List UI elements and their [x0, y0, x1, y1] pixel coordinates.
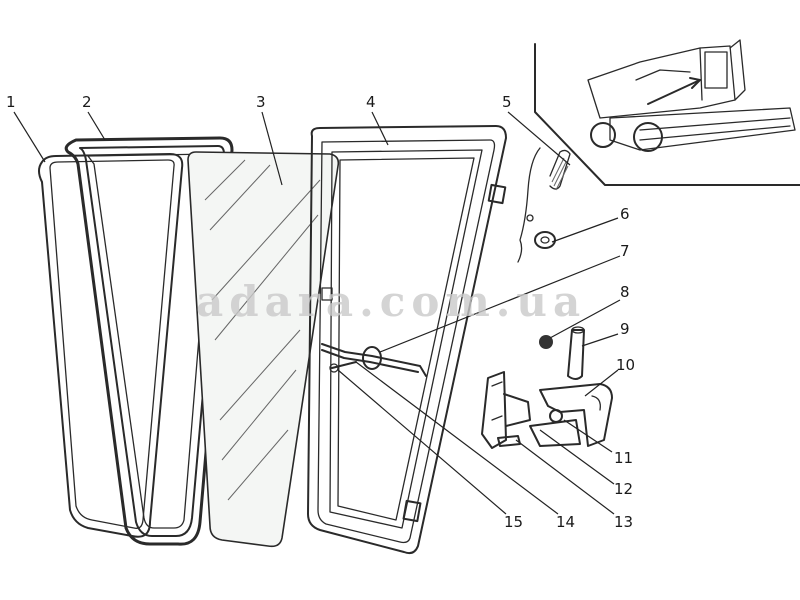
part-10-hinge-bracket: [529, 383, 613, 447]
leader-14: [355, 361, 559, 515]
leader-3: [261, 111, 283, 186]
part-4-door-frame: [307, 125, 507, 555]
callout-12: 12: [614, 480, 633, 498]
part-13-hinge-plate: [481, 371, 531, 449]
callout-1: 1: [6, 93, 16, 111]
watermark-text: adara.com.ua: [196, 277, 586, 326]
inset-frame: [534, 43, 800, 186]
leader-2: [87, 111, 106, 141]
callout-9: 9: [620, 320, 630, 338]
part-8-ball: [539, 335, 553, 349]
leader-9: [581, 333, 619, 347]
leader-15: [337, 369, 507, 515]
leader-13: [515, 439, 615, 515]
leader-8: [549, 299, 621, 339]
callout-6: 6: [620, 205, 630, 223]
callout-3: 3: [256, 93, 266, 111]
callout-4: 4: [366, 93, 376, 111]
leader-4: [371, 111, 389, 146]
part-2-inner-seal: [64, 136, 234, 546]
leader-1: [13, 111, 46, 163]
leader-7: [379, 255, 621, 353]
part-5-stud: [517, 147, 571, 263]
part-3-glass-pane: [187, 151, 340, 548]
callout-11: 11: [614, 449, 633, 467]
callout-8: 8: [620, 283, 630, 301]
callout-2: 2: [82, 93, 92, 111]
part-9-pin: [567, 326, 585, 380]
callout-5: 5: [502, 93, 512, 111]
callout-7: 7: [620, 242, 630, 260]
callout-13: 13: [614, 513, 633, 531]
leader-6: [551, 217, 619, 243]
leader-12: [539, 429, 615, 485]
callout-15: 15: [504, 513, 523, 531]
leader-5: [507, 111, 571, 166]
leader-11: [563, 419, 613, 453]
part-6-nut: [534, 231, 556, 249]
callout-14: 14: [556, 513, 575, 531]
callout-10: 10: [616, 356, 635, 374]
combine-harvester-icon: [587, 39, 796, 152]
leader-10: [584, 369, 619, 397]
